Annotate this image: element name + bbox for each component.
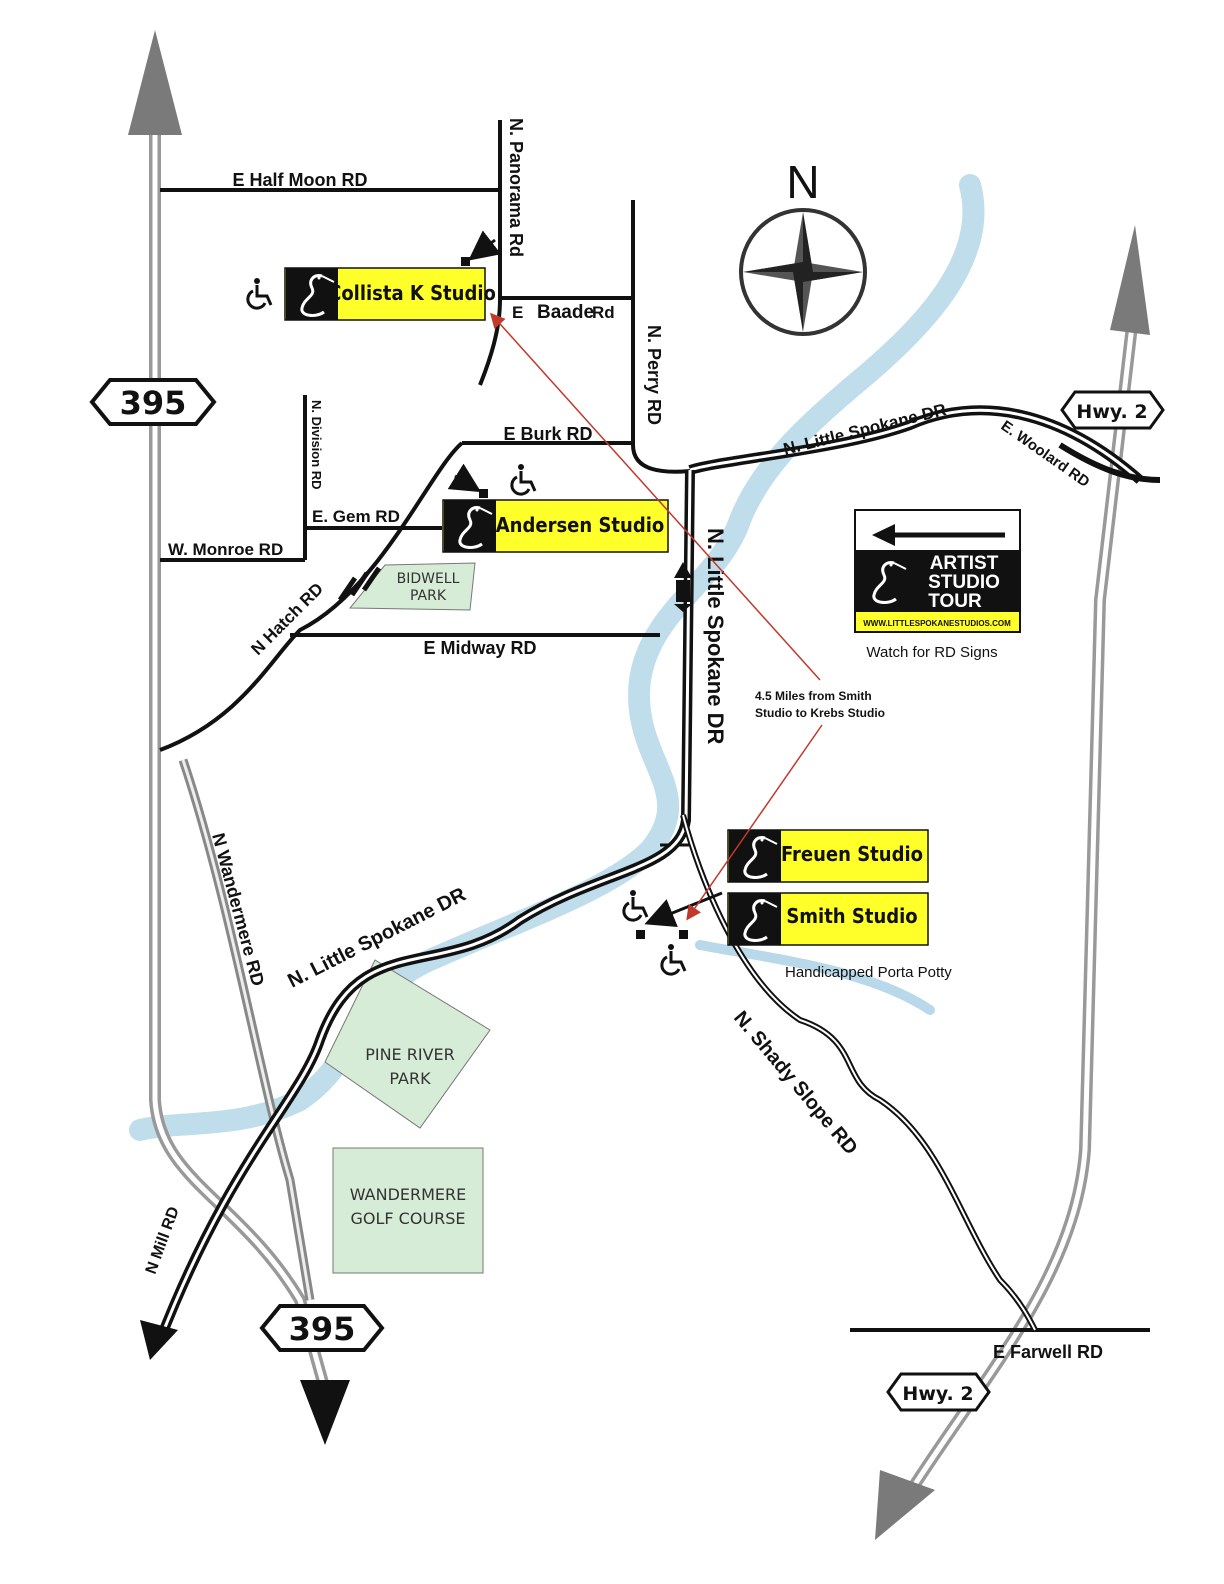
route-arrows [489, 312, 823, 921]
studio-marker [479, 489, 488, 498]
svg-text:BIDWELL: BIDWELL [397, 571, 460, 587]
svg-text:PARK: PARK [410, 588, 447, 604]
n-little-spokane-drive [140, 405, 1144, 1360]
label-n-perry-rd: N. Perry RD [644, 325, 664, 425]
studio-marker [679, 930, 688, 939]
svg-text:WWW.LITTLESPOKANESTUDIOS.COM: WWW.LITTLESPOKANESTUDIOS.COM [863, 619, 1011, 628]
svg-text:PARK: PARK [389, 1069, 431, 1088]
n-wandermere-road [178, 758, 315, 1301]
porta-potty-note: Handicapped Porta Potty [785, 964, 952, 981]
svg-text:Hwy. 2: Hwy. 2 [902, 1383, 973, 1405]
label-e-baade: Baade [537, 302, 594, 323]
studio-smith[interactable]: Smith Studio [727, 891, 929, 947]
studio-collista-k[interactable]: Collista K Studio [284, 266, 496, 322]
label-e-baade-e: E [512, 303, 523, 322]
label-n-little-spokane-vertical: N. Little Spokane DR [703, 528, 728, 744]
svg-text:GOLF COURSE: GOLF COURSE [350, 1209, 465, 1228]
hwy-2-shield-top: Hwy. 2 [1060, 390, 1165, 430]
svg-text:Hwy. 2: Hwy. 2 [1076, 401, 1147, 423]
wheelchair-icon [660, 942, 687, 976]
label-e-half-moon-rd: E Half Moon RD [233, 170, 368, 190]
hwy-2-shield-bottom: Hwy. 2 [886, 1372, 991, 1412]
us-395-highway [128, 30, 350, 1445]
svg-text:Freuen Studio: Freuen Studio [781, 842, 923, 866]
compass-north-label: N [786, 156, 819, 208]
local-roads [159, 120, 1150, 1332]
svg-text:ARTIST: ARTIST [930, 553, 999, 574]
label-n-shady-slope-rd: N. Shady Slope RD [729, 1007, 862, 1159]
label-w-monroe-rd: W. Monroe RD [168, 540, 283, 559]
heron-logo-icon [856, 553, 912, 609]
studio-marker [636, 930, 645, 939]
label-n-mill-rd: N Mill RD [143, 1205, 183, 1277]
wandermere-golf-course: WANDERMERE GOLF COURSE [332, 1147, 484, 1274]
svg-text:STUDIO: STUDIO [928, 572, 1000, 593]
two-way-arrow-icon [674, 562, 692, 612]
wheelchair-icon [510, 462, 537, 496]
bidwell-park: BIDWELL PARK [348, 562, 476, 611]
us-395-shield-top: 395 [89, 378, 217, 426]
hwy-2-highway [875, 225, 1150, 1540]
distance-note-line1: 4.5 Miles from Smith [755, 689, 872, 703]
compass-rose-icon [739, 208, 867, 336]
pointer-arrow [468, 230, 502, 261]
us-395-shield-bottom: 395 [259, 1304, 385, 1352]
svg-text:TOUR: TOUR [928, 591, 982, 612]
pine-river-park: PINE RIVER PARK [324, 959, 491, 1129]
artist-studio-tour-sign: ARTIST STUDIO TOUR WWW.LITTLESPOKANESTUD… [854, 509, 1021, 633]
e-woolard-road [1058, 442, 1161, 483]
crossing-stripes [337, 566, 382, 602]
studio-marker [461, 257, 470, 266]
wheelchair-icon [622, 888, 649, 922]
label-e-baade-rd: Rd [592, 303, 615, 322]
label-e-gem-rd: E. Gem RD [312, 507, 400, 526]
svg-text:WANDERMERE: WANDERMERE [350, 1185, 467, 1204]
sign-caption: Watch for RD Signs [866, 644, 997, 661]
studio-andersen[interactable]: Andersen Studio [442, 498, 669, 554]
svg-text:395: 395 [289, 1310, 356, 1348]
wheelchair-icon [246, 276, 273, 310]
label-e-midway-rd: E Midway RD [423, 638, 536, 658]
studio-freuen[interactable]: Freuen Studio [727, 828, 929, 884]
heron-logo-icon [727, 891, 783, 947]
svg-text:Smith Studio: Smith Studio [786, 904, 917, 928]
pointer-arrow [447, 463, 482, 493]
label-e-burk-rd: E Burk RD [503, 424, 592, 444]
svg-text:Andersen Studio: Andersen Studio [496, 513, 664, 537]
label-n-division-rd: N. Division RD [309, 400, 324, 490]
label-e-farwell-rd: E Farwell RD [993, 1342, 1103, 1362]
heron-logo-icon [727, 828, 783, 884]
svg-text:395: 395 [120, 384, 187, 422]
svg-text:PINE RIVER: PINE RIVER [365, 1045, 455, 1064]
svg-text:Collista K Studio: Collista K Studio [328, 281, 496, 305]
pointer-arrow [644, 891, 723, 927]
distance-note-line2: Studio to Krebs Studio [755, 706, 885, 720]
river [129, 174, 985, 1141]
heron-logo-icon [442, 498, 498, 554]
label-n-panorama-rd: N. Panorama Rd [506, 118, 526, 257]
